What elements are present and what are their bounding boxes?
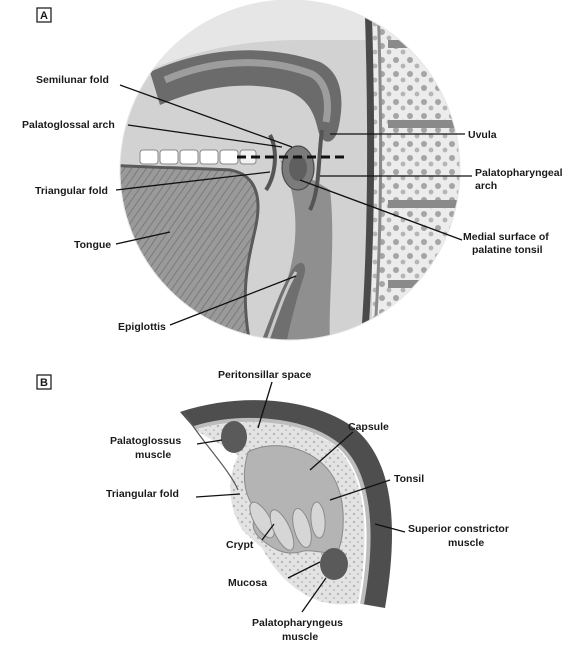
vertebral-column [372, 0, 470, 345]
label-epiglottis: Epiglottis [118, 321, 166, 333]
label-tonsil: Tonsil [394, 473, 424, 485]
label-superior-constrictor-2: muscle [448, 537, 484, 549]
label-palatopharyngeal-1: Palatopharyngeal [475, 167, 563, 179]
label-triangular-fold-b: Triangular fold [106, 488, 179, 500]
palatopharyngeus-muscle [320, 548, 348, 580]
label-medial-surface-1: Medial surface of [463, 231, 549, 243]
label-uvula: Uvula [468, 129, 497, 141]
label-semilunar-fold: Semilunar fold [36, 74, 109, 86]
label-palatoglossal-arch: Palatoglossal arch [22, 119, 115, 131]
label-mucosa: Mucosa [228, 577, 267, 589]
label-superior-constrictor-1: Superior constrictor [408, 523, 509, 535]
label-palatopharyngeal-2: arch [475, 180, 497, 192]
panel-b-tag: B [40, 377, 48, 389]
label-palatopharyngeus-1: Palatopharyngeus [252, 617, 343, 629]
panel-a: A [22, 0, 563, 345]
label-medial-surface-2: palatine tonsil [472, 244, 543, 256]
label-palatoglossus-2: muscle [135, 449, 171, 461]
label-tongue: Tongue [74, 239, 111, 251]
label-peritonsillar-space: Peritonsillar space [218, 369, 312, 381]
sagittal-section-illustration [110, 0, 470, 345]
label-capsule: Capsule [348, 421, 389, 433]
tongue-shape [110, 165, 258, 345]
label-palatopharyngeus-2: muscle [282, 631, 318, 643]
label-palatoglossus-1: Palatoglossus [110, 435, 181, 447]
palatoglossus-muscle [221, 421, 247, 453]
label-crypt: Crypt [226, 539, 254, 551]
panel-a-tag: A [40, 10, 48, 22]
label-triangular-fold-a: Triangular fold [35, 185, 108, 197]
panel-b: B [37, 369, 509, 643]
